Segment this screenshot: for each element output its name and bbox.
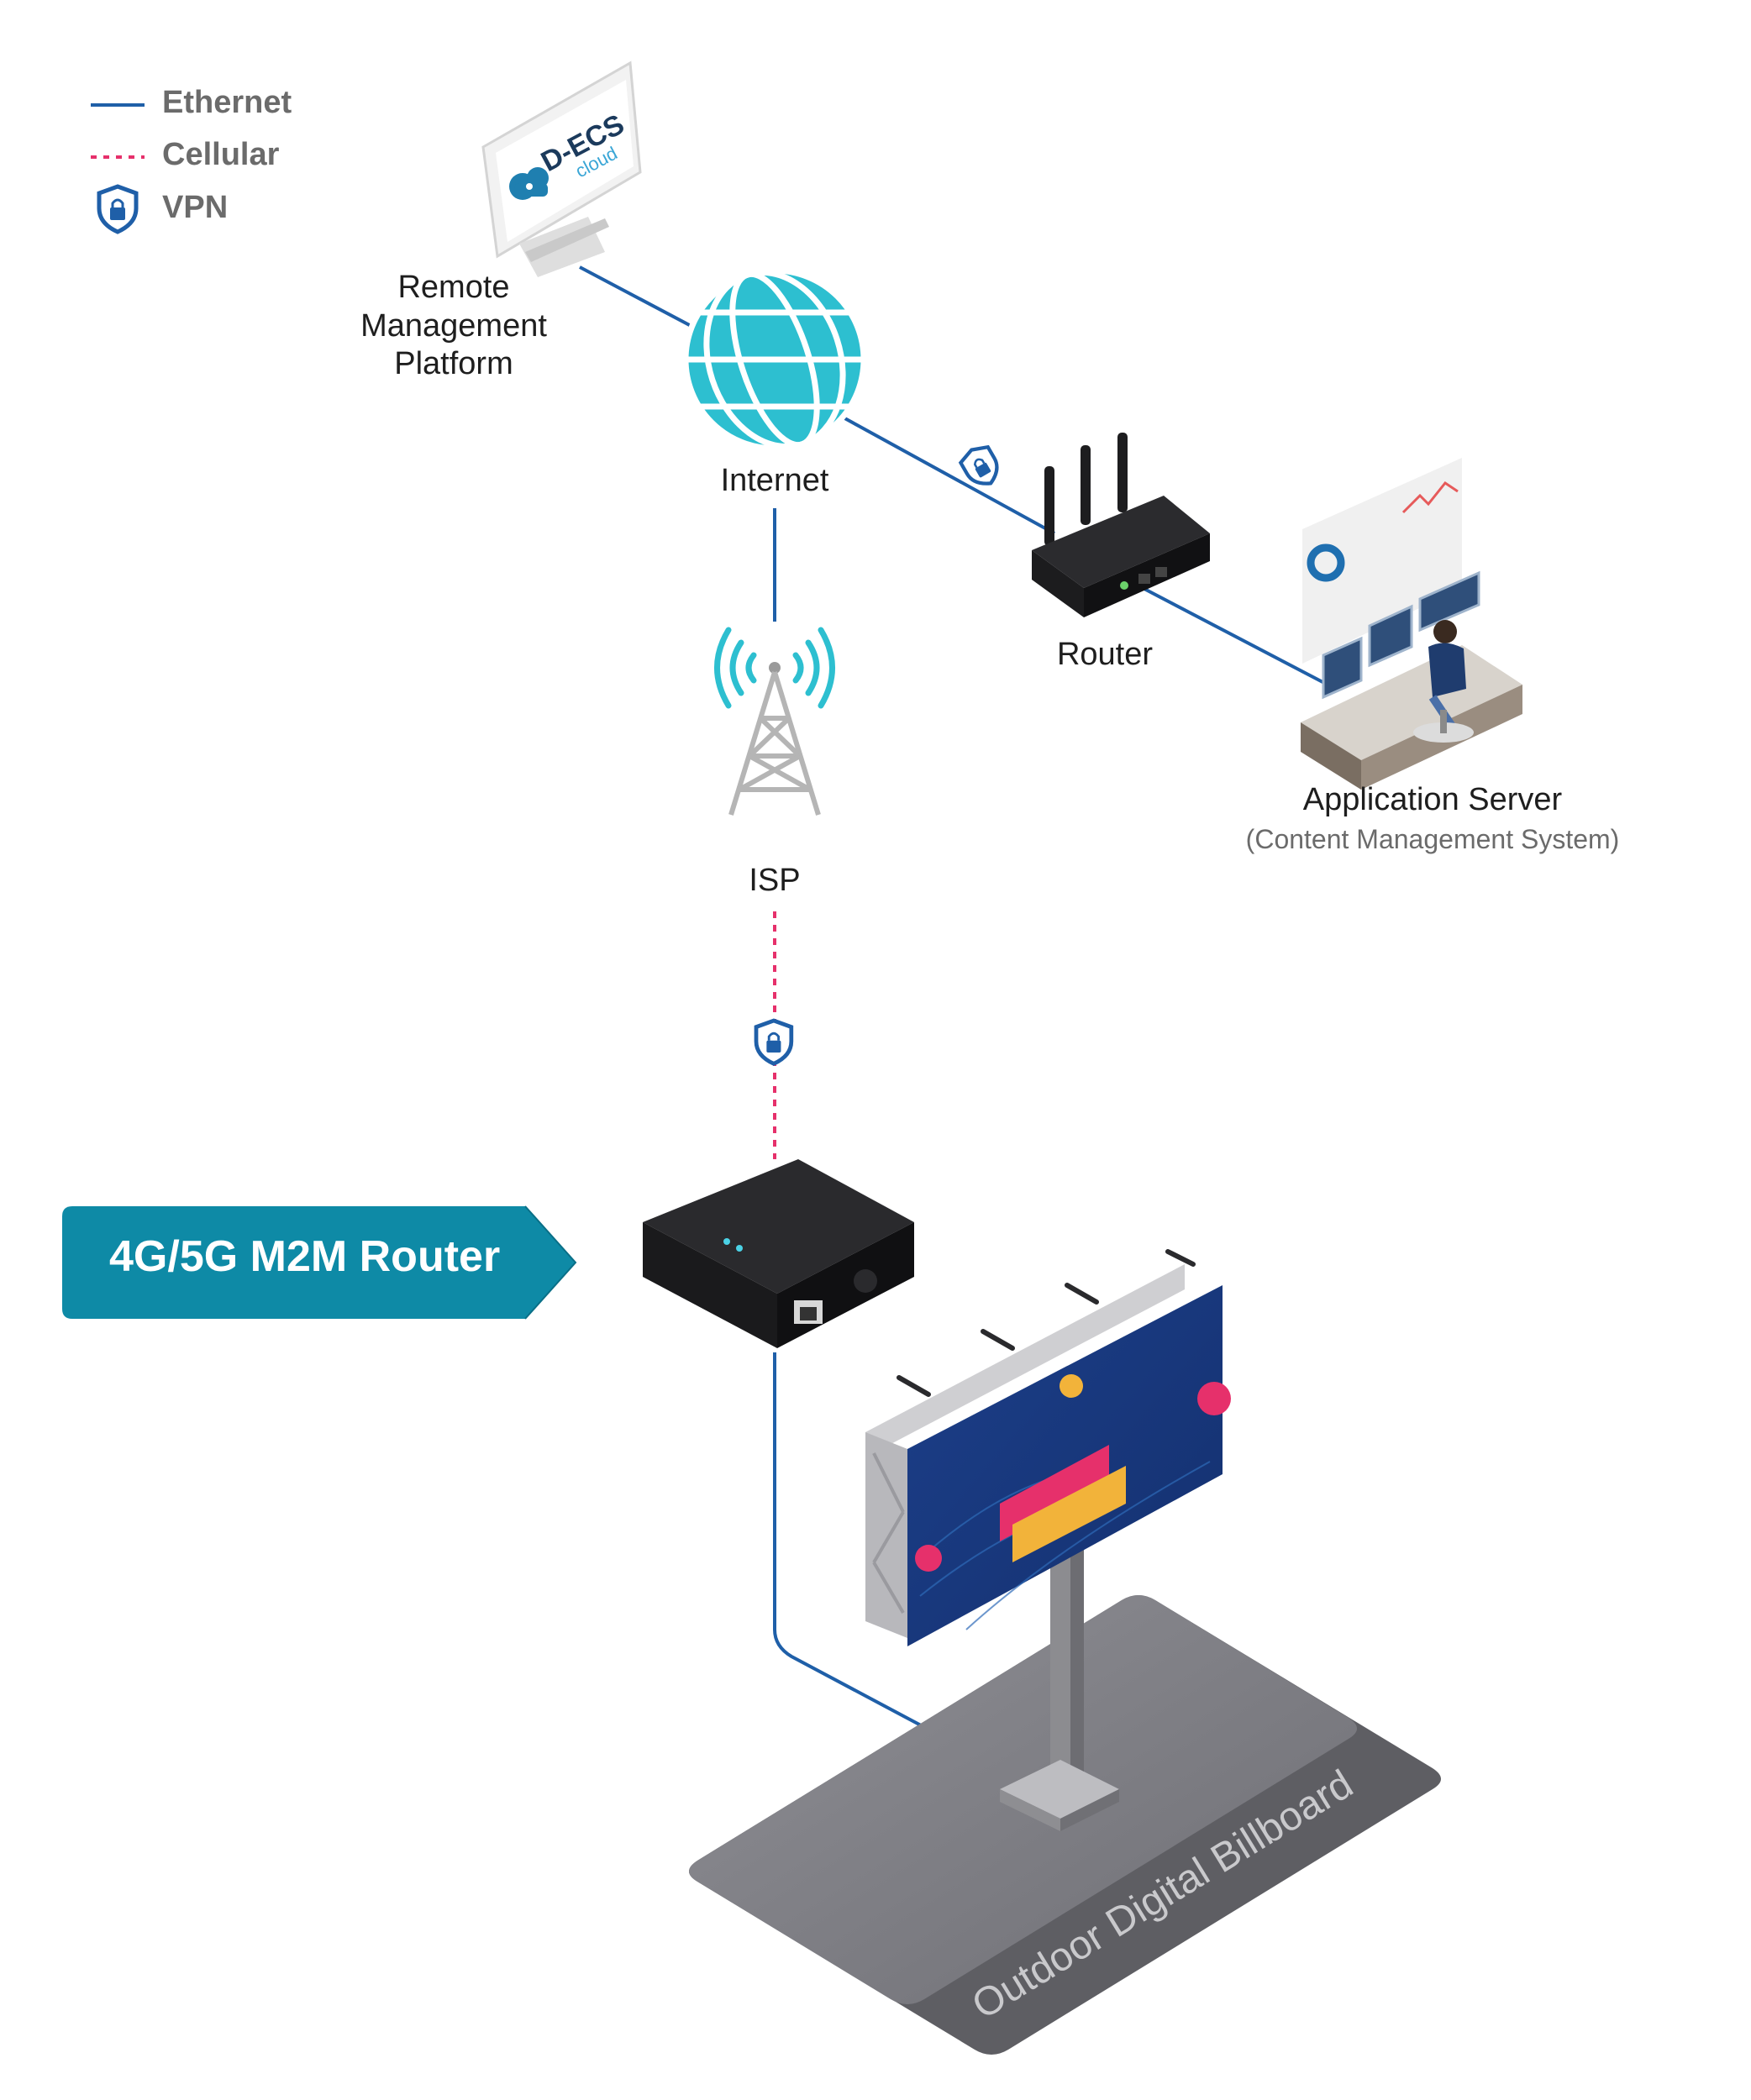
monitor-icon: D-ECS cloud <box>481 60 642 277</box>
isp-label: ISP <box>749 863 801 898</box>
remote-platform-label: Remote Management Platform <box>315 269 592 384</box>
router-label: Router <box>1056 637 1154 672</box>
ethernet-legend-label: Ethernet <box>162 85 292 120</box>
vpn-shield-icon <box>958 444 999 486</box>
m2m-router-banner-text: 4G/5G M2M Router <box>109 1232 501 1281</box>
billboard-icon <box>865 1249 1231 1831</box>
ethernet-link-internet-router <box>839 414 1055 535</box>
ethernet-link-router-server <box>1142 586 1328 686</box>
router-icon <box>1032 433 1210 617</box>
vpn-shield-icon <box>97 184 139 234</box>
ethernet-link-platform-internet <box>579 265 698 331</box>
remote-platform-line-2: Management <box>360 307 547 344</box>
remote-platform-line-3: Platform <box>394 346 513 382</box>
app-server-sublabel: (Content Management System) <box>1245 824 1620 854</box>
vpn-shield-icon <box>754 1018 794 1066</box>
cell-tower-icon <box>714 627 835 816</box>
operator-desk-icon <box>1301 458 1522 790</box>
globe-icon <box>682 267 867 452</box>
remote-platform-line-1: Remote <box>397 270 510 305</box>
internet-label: Internet <box>720 463 829 498</box>
m2m-router-icon <box>643 1159 914 1348</box>
legend <box>91 103 145 234</box>
cloud-logo-icon <box>509 167 549 200</box>
ethernet-link-m2m-billboard <box>773 1352 1026 1782</box>
m2m-router-banner <box>62 1205 577 1320</box>
cellular-legend-label: Cellular <box>162 137 280 172</box>
vpn-legend-label: VPN <box>162 190 229 225</box>
app-server-label: Application Server <box>1302 782 1563 817</box>
